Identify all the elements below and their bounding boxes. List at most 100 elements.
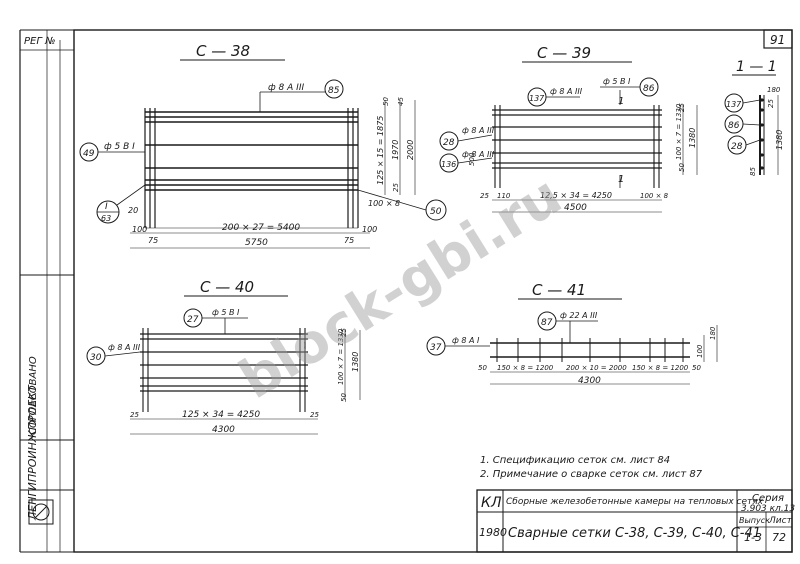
tb-issue-value: 1-3 bbox=[744, 531, 762, 544]
c39-mark-1b: 1 bbox=[618, 174, 624, 185]
c38-dim-75: 75 bbox=[148, 236, 158, 245]
c39-dim-total: 4500 bbox=[564, 203, 587, 213]
c39-dim-vert: 100 × 7 = 1330 bbox=[675, 103, 683, 160]
c39-rebar-b: ф 5 В I bbox=[603, 77, 631, 86]
sheet-frame bbox=[73, 29, 793, 553]
c38-dim-75r: 75 bbox=[344, 236, 354, 245]
tb-code: КЛ bbox=[481, 495, 502, 511]
c40-rebar-left: ф 8 А III bbox=[108, 343, 141, 352]
c38-callout-85: 85 bbox=[328, 86, 340, 96]
c41-title: С — 41 bbox=[532, 281, 586, 299]
title-block: КЛ 1980 Сборные железобетонные камеры на… bbox=[476, 489, 795, 553]
sec11-dim-1380: 1380 bbox=[775, 130, 784, 150]
c38-callout-50: 50 bbox=[430, 207, 442, 217]
org-name: ЛЕНГИПРОИНЖПРОЕКТ bbox=[26, 384, 39, 521]
c40-dim-25v: 25 bbox=[340, 328, 348, 337]
sheet-number: 91 bbox=[770, 33, 785, 47]
watermark: block-gbi.ru bbox=[229, 164, 573, 411]
drawing-c40: С — 40 27 ф 5 В I 30 ф 8 А III 125 × 34 … bbox=[86, 278, 361, 435]
c41-dim-b: 200 × 10 = 2000 bbox=[566, 364, 627, 372]
c39-callout-136: 136 bbox=[441, 160, 456, 169]
c39-mark-1: 1 bbox=[618, 96, 624, 107]
c41-callout-37: 37 bbox=[430, 343, 442, 353]
c39-callout-137: 137 bbox=[529, 94, 545, 103]
c38-section-sheet: 63 bbox=[101, 214, 111, 223]
c39-callout-86: 86 bbox=[643, 84, 655, 94]
tb-project: Сборные железобетонные камеры на тепловы… bbox=[506, 497, 764, 507]
c41-callout-87: 87 bbox=[541, 318, 553, 328]
c38-dim-span: 200 × 27 = 5400 bbox=[222, 223, 300, 233]
c39-rebar-a: ф 8 А III bbox=[550, 87, 583, 96]
c38-dim-50: 50 bbox=[382, 97, 390, 106]
c39-dim-500: 500 bbox=[468, 152, 476, 166]
sec11-dim-85: 85 bbox=[749, 167, 757, 176]
sec11-title: 1 — 1 bbox=[736, 59, 777, 75]
c40-dim-total: 4300 bbox=[212, 425, 235, 435]
note-1: 1. Спецификацию сеток см. лист 84 bbox=[480, 455, 670, 466]
tb-sheet-label: Лист bbox=[768, 516, 793, 526]
sec11-callout-86: 86 bbox=[728, 121, 740, 131]
tb-sheet-title: Сварные сетки С-38, С-39, С-40, С-41 bbox=[508, 526, 761, 541]
tb-sheet-value: 72 bbox=[772, 531, 786, 544]
c38-dim-1970: 1970 bbox=[391, 140, 400, 160]
c40-dim-25l: 25 bbox=[130, 411, 139, 419]
c38-section-mark: I bbox=[105, 202, 108, 212]
sec11-callout-28: 28 bbox=[731, 142, 743, 152]
tb-issue-label: Выпуск bbox=[739, 516, 770, 525]
c38-dim-25: 25 bbox=[392, 183, 400, 192]
c39-callout-28: 28 bbox=[443, 138, 455, 148]
tb-series-label: Серия bbox=[752, 493, 784, 504]
c39-dim-110: 110 bbox=[497, 192, 511, 200]
drawing-c39: С — 39 1 1 137 ф 8 А III 86 ф 5 В I bbox=[439, 44, 698, 213]
c38-dim-right: 100 bbox=[362, 225, 377, 234]
c39-rebar-d: ф 8 А III bbox=[462, 150, 495, 159]
c38-rebar-top: ф 8 А III bbox=[268, 83, 304, 93]
c40-dim-span: 125 × 34 = 4250 bbox=[182, 410, 260, 420]
c38-callout-49: 49 bbox=[83, 149, 95, 159]
c41-dim-100: 100 bbox=[696, 344, 704, 358]
tb-year: 1980 bbox=[479, 526, 507, 539]
org-logo bbox=[28, 499, 54, 525]
c38-dim-left: 100 bbox=[132, 225, 147, 234]
c38-dim-total: 5750 bbox=[245, 238, 268, 248]
c38-dim-45: 45 bbox=[397, 97, 405, 106]
c38-dim-vert-pitch: 125 × 15 = 1875 bbox=[376, 116, 385, 185]
c39-dim-span: 12,5 × 34 = 4250 bbox=[540, 191, 612, 200]
c41-dim-50r: 50 bbox=[692, 364, 701, 372]
c39-dim-100x8: 100 × 8 bbox=[640, 192, 669, 200]
c39-title: С — 39 bbox=[537, 44, 591, 62]
c40-callout-27: 27 bbox=[187, 315, 199, 325]
c39-rebar-c: ф 8 А III bbox=[462, 126, 495, 135]
c41-rebar-top: ф 22 А III bbox=[560, 311, 598, 320]
drawing-c41: С — 41 87 ф 22 А III 37 ф 8 А I 50 150 bbox=[426, 281, 718, 386]
c40-dim-25r: 25 bbox=[310, 411, 319, 419]
approved-label: СОГЛАСОВАНО bbox=[28, 356, 39, 435]
drawing-c38: С — 38 ф 8 А III 85 49 ф 5 В I bbox=[79, 42, 447, 249]
c41-dim-180: 180 bbox=[709, 326, 717, 340]
tb-series-value: 3.903 кл.13 bbox=[741, 504, 795, 514]
c39-dim-50: 50 bbox=[678, 163, 686, 172]
c40-title: С — 40 bbox=[200, 278, 254, 296]
c38-title: С — 38 bbox=[196, 42, 250, 60]
sec11-dim-25: 25 bbox=[767, 99, 775, 108]
c40-rebar-top: ф 5 В I bbox=[212, 308, 240, 317]
c41-dim-c: 150 × 8 = 1200 bbox=[632, 364, 689, 372]
c41-dim-total: 4300 bbox=[578, 376, 601, 386]
c40-callout-30: 30 bbox=[90, 353, 102, 363]
c39-dim-1380: 1380 bbox=[688, 128, 697, 148]
c38-dim-2000: 2000 bbox=[406, 140, 415, 160]
c40-dim-vert: 100 × 7 = 1330 bbox=[337, 328, 345, 385]
reg-no: РЕГ № bbox=[24, 36, 56, 47]
note-2: 2. Примечание о сварке сеток см. лист 87 bbox=[480, 469, 703, 480]
c38-dim-100x8: 100 × 8 bbox=[368, 199, 400, 208]
c41-rebar-left: ф 8 А I bbox=[452, 336, 480, 345]
c41-dim-50l: 50 bbox=[478, 364, 487, 372]
c40-dim-1380: 1380 bbox=[351, 352, 360, 372]
c41-dim-a: 150 × 8 = 1200 bbox=[497, 364, 554, 372]
sec11-callout-137: 137 bbox=[726, 100, 742, 109]
c40-dim-50: 50 bbox=[340, 393, 348, 402]
c39-dim-25v: 25 bbox=[678, 103, 686, 112]
c39-dim-25: 25 bbox=[480, 192, 489, 200]
c38-rebar-left: ф 5 В I bbox=[104, 142, 135, 152]
